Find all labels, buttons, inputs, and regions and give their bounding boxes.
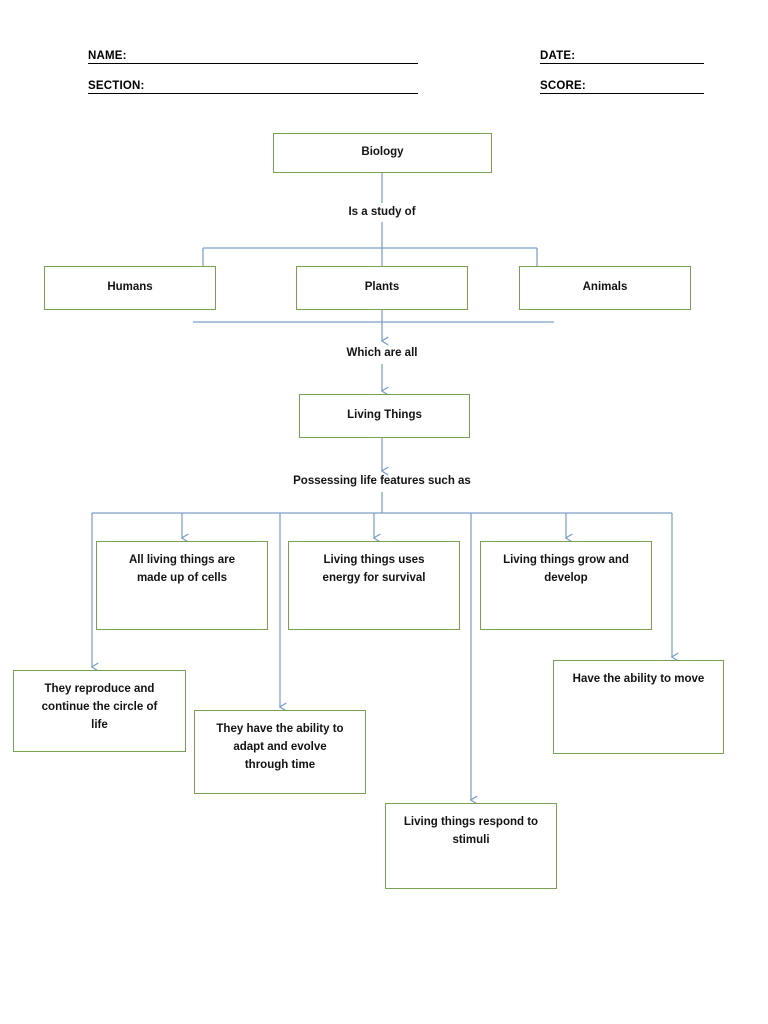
node-feature-cells[interactable]: All living things are made up of cells [96, 541, 268, 630]
field-score-input[interactable] [585, 75, 704, 94]
field-score[interactable]: SCORE: [540, 76, 704, 94]
node-feature-energy-label: Living things uses energy for survival [322, 554, 426, 584]
caption-possessing-life-features-text: Possessing life features such as [293, 475, 471, 487]
node-plants-label: Plants [364, 281, 400, 294]
node-feature-energy[interactable]: Living things uses energy for survival [288, 541, 460, 630]
node-biology-label: Biology [361, 146, 404, 159]
node-biology[interactable]: Biology [273, 133, 492, 173]
field-score-label: SCORE: [540, 80, 586, 94]
node-plants[interactable]: Plants [296, 266, 468, 310]
node-feature-stimuli-label: Living things respond to stimuli [403, 816, 539, 846]
node-feature-stimuli[interactable]: Living things respond to stimuli [385, 803, 557, 889]
node-feature-reproduce[interactable]: They reproduce and continue the circle o… [13, 670, 186, 752]
node-living-things[interactable]: Living Things [299, 394, 470, 438]
field-section-label: SECTION: [88, 80, 145, 94]
node-feature-cells-label: All living things are made up of cells [128, 554, 236, 584]
caption-is-a-study-of: Is a study of [282, 206, 482, 218]
node-humans[interactable]: Humans [44, 266, 216, 310]
node-animals[interactable]: Animals [519, 266, 691, 310]
field-section[interactable]: SECTION: [88, 76, 418, 94]
field-name-label: NAME: [88, 50, 127, 64]
node-feature-reproduce-label: They reproduce and continue the circle o… [41, 683, 158, 731]
node-feature-grow-label: Living things grow and develop [503, 554, 629, 584]
field-name[interactable]: NAME: [88, 46, 418, 64]
node-humans-label: Humans [107, 281, 153, 294]
node-animals-label: Animals [582, 281, 628, 294]
field-name-input[interactable] [126, 45, 418, 64]
caption-which-are-all-text: Which are all [346, 347, 418, 359]
node-feature-move[interactable]: Have the ability to move [553, 660, 724, 754]
caption-is-a-study-of-text: Is a study of [348, 206, 416, 218]
field-section-input[interactable] [144, 75, 418, 94]
node-feature-adapt[interactable]: They have the ability to adapt and evolv… [194, 710, 366, 794]
field-date[interactable]: DATE: [540, 46, 704, 64]
caption-which-are-all: Which are all [282, 347, 482, 359]
node-feature-move-label: Have the ability to move [572, 673, 705, 685]
node-feature-grow[interactable]: Living things grow and develop [480, 541, 652, 630]
node-living-things-label: Living Things [347, 409, 422, 422]
node-feature-adapt-label: They have the ability to adapt and evolv… [216, 723, 344, 771]
field-date-label: DATE: [540, 50, 576, 64]
caption-possessing-life-features: Possessing life features such as [232, 475, 532, 487]
field-date-input[interactable] [575, 45, 704, 64]
